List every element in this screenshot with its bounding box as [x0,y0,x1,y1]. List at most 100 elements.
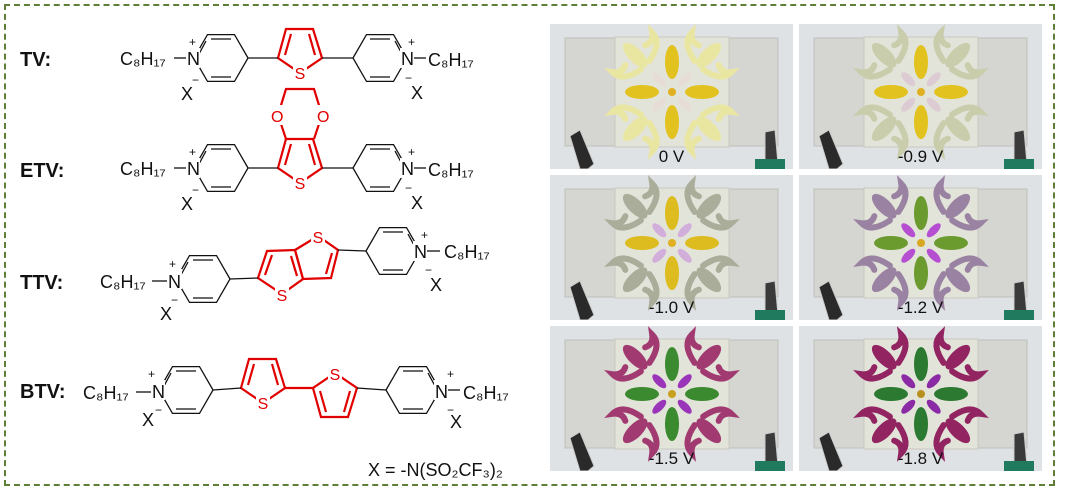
nitrogen-atom: N [152,382,165,402]
clip-insulator [755,461,785,471]
diagonal-petal [901,399,916,414]
diagonal-petal [926,248,941,263]
counterion: X [181,84,193,104]
diagonal-petal [926,223,941,238]
pyridinium-ring [352,33,408,83]
charge: − [171,293,178,307]
petal [934,236,968,250]
alkyl-chain: C₈H₁₇ [100,272,146,292]
charge: − [405,181,412,195]
sulfur-atom: S [330,367,341,384]
diagonal-petal [926,374,941,389]
center-dot [917,390,925,398]
counterion: X [411,83,423,103]
clip-insulator [1004,310,1034,320]
molecule-tv: TV: S C₈H₁₇ N + X − N + C₈H₁₇ − X [20,27,474,104]
oxygen-atom: O [317,109,329,126]
nitrogen-atom: N [187,159,200,179]
diagonal-petal [926,97,941,112]
diagonal-petal [677,374,692,389]
device-photo: -0.9 V [799,24,1042,169]
chemical-structures: TV: S C₈H₁₇ N + X − N + C₈H₁₇ − X ETV: [20,27,509,480]
corner-fleur [604,175,660,231]
corner-fleur [853,104,909,160]
label-btv: BTV: [20,381,66,403]
petal [665,407,679,441]
voltage-label: -1.2 V [897,298,944,317]
petal [665,105,679,139]
molecule-btv: BTV: S S C₈H₁₇ N + − X N + C₈H₁₇ − X [20,357,509,432]
petal [874,85,908,99]
sulfur-atom: S [295,176,306,193]
voltage-label: -0.9 V [897,147,944,166]
petal [625,85,659,99]
nitrogen-atom: N [401,49,414,69]
charge: − [192,183,199,197]
alligator-clip-left [818,431,844,471]
charge: + [189,35,196,49]
diagonal-petal [926,399,941,414]
nitrogen-atom: N [168,272,181,292]
sulfur-atom: S [313,230,324,247]
diagonal-petal [677,72,692,87]
clip-insulator [1004,461,1034,471]
petal [625,387,659,401]
diagonal-petal [652,399,667,414]
molecule-etv: ETV: O O S C₈H₁₇ N + − X N + C₈H₁₇ − X [20,87,474,214]
petal [914,407,928,441]
corner-fleur [684,24,740,80]
corner-fleur [933,175,989,231]
petal [914,256,928,290]
charge: + [148,367,155,381]
counterion: X [142,410,154,430]
petal [665,45,679,79]
diagonal-petal [901,97,916,112]
device-photo: 0 V [550,24,793,169]
charge: + [189,145,196,159]
nitrogen-atom: N [414,242,427,262]
petal [665,347,679,381]
corner-fleur [604,406,660,462]
diagonal-petal [652,374,667,389]
corner-fleur [853,175,909,231]
alkyl-chain: C₈H₁₇ [428,160,474,180]
corner-fleur [933,24,989,80]
diagonal-petal [652,97,667,112]
corner-fleur [933,104,989,160]
charge: + [421,228,428,242]
counterion: X [181,194,193,214]
petal [874,236,908,250]
petal [665,196,679,230]
corner-fleur [604,24,660,80]
center-dot [917,88,925,96]
diagonal-petal [901,72,916,87]
charge: − [425,263,432,277]
charge: − [447,403,454,417]
petal [914,45,928,79]
alkyl-chain: C₈H₁₇ [444,242,490,262]
alkyl-chain: C₈H₁₇ [120,49,166,69]
petal [874,387,908,401]
counterion: X [160,304,172,324]
diagonal-petal [652,223,667,238]
voltage-label: 0 V [658,147,685,166]
sulfur-atom: S [295,66,306,83]
petal [914,347,928,381]
voltage-label: -1.5 V [648,449,695,468]
alligator-clip-left [569,129,595,169]
nitrogen-atom: N [401,159,414,179]
alkyl-chain: C₈H₁₇ [463,383,509,403]
clip-insulator [755,159,785,169]
corner-fleur [853,326,909,382]
center-dot [668,390,676,398]
pyridinium-ring [193,33,249,83]
corner-fleur [684,326,740,382]
sulfur-atom: S [277,288,288,305]
alligator-clip-left [569,431,595,471]
alkyl-chain: C₈H₁₇ [83,383,129,403]
diagonal-petal [901,223,916,238]
alkyl-chain: C₈H₁₇ [120,159,166,179]
voltage-label: -1.8 V [897,449,944,468]
petal [625,236,659,250]
petal [685,85,719,99]
